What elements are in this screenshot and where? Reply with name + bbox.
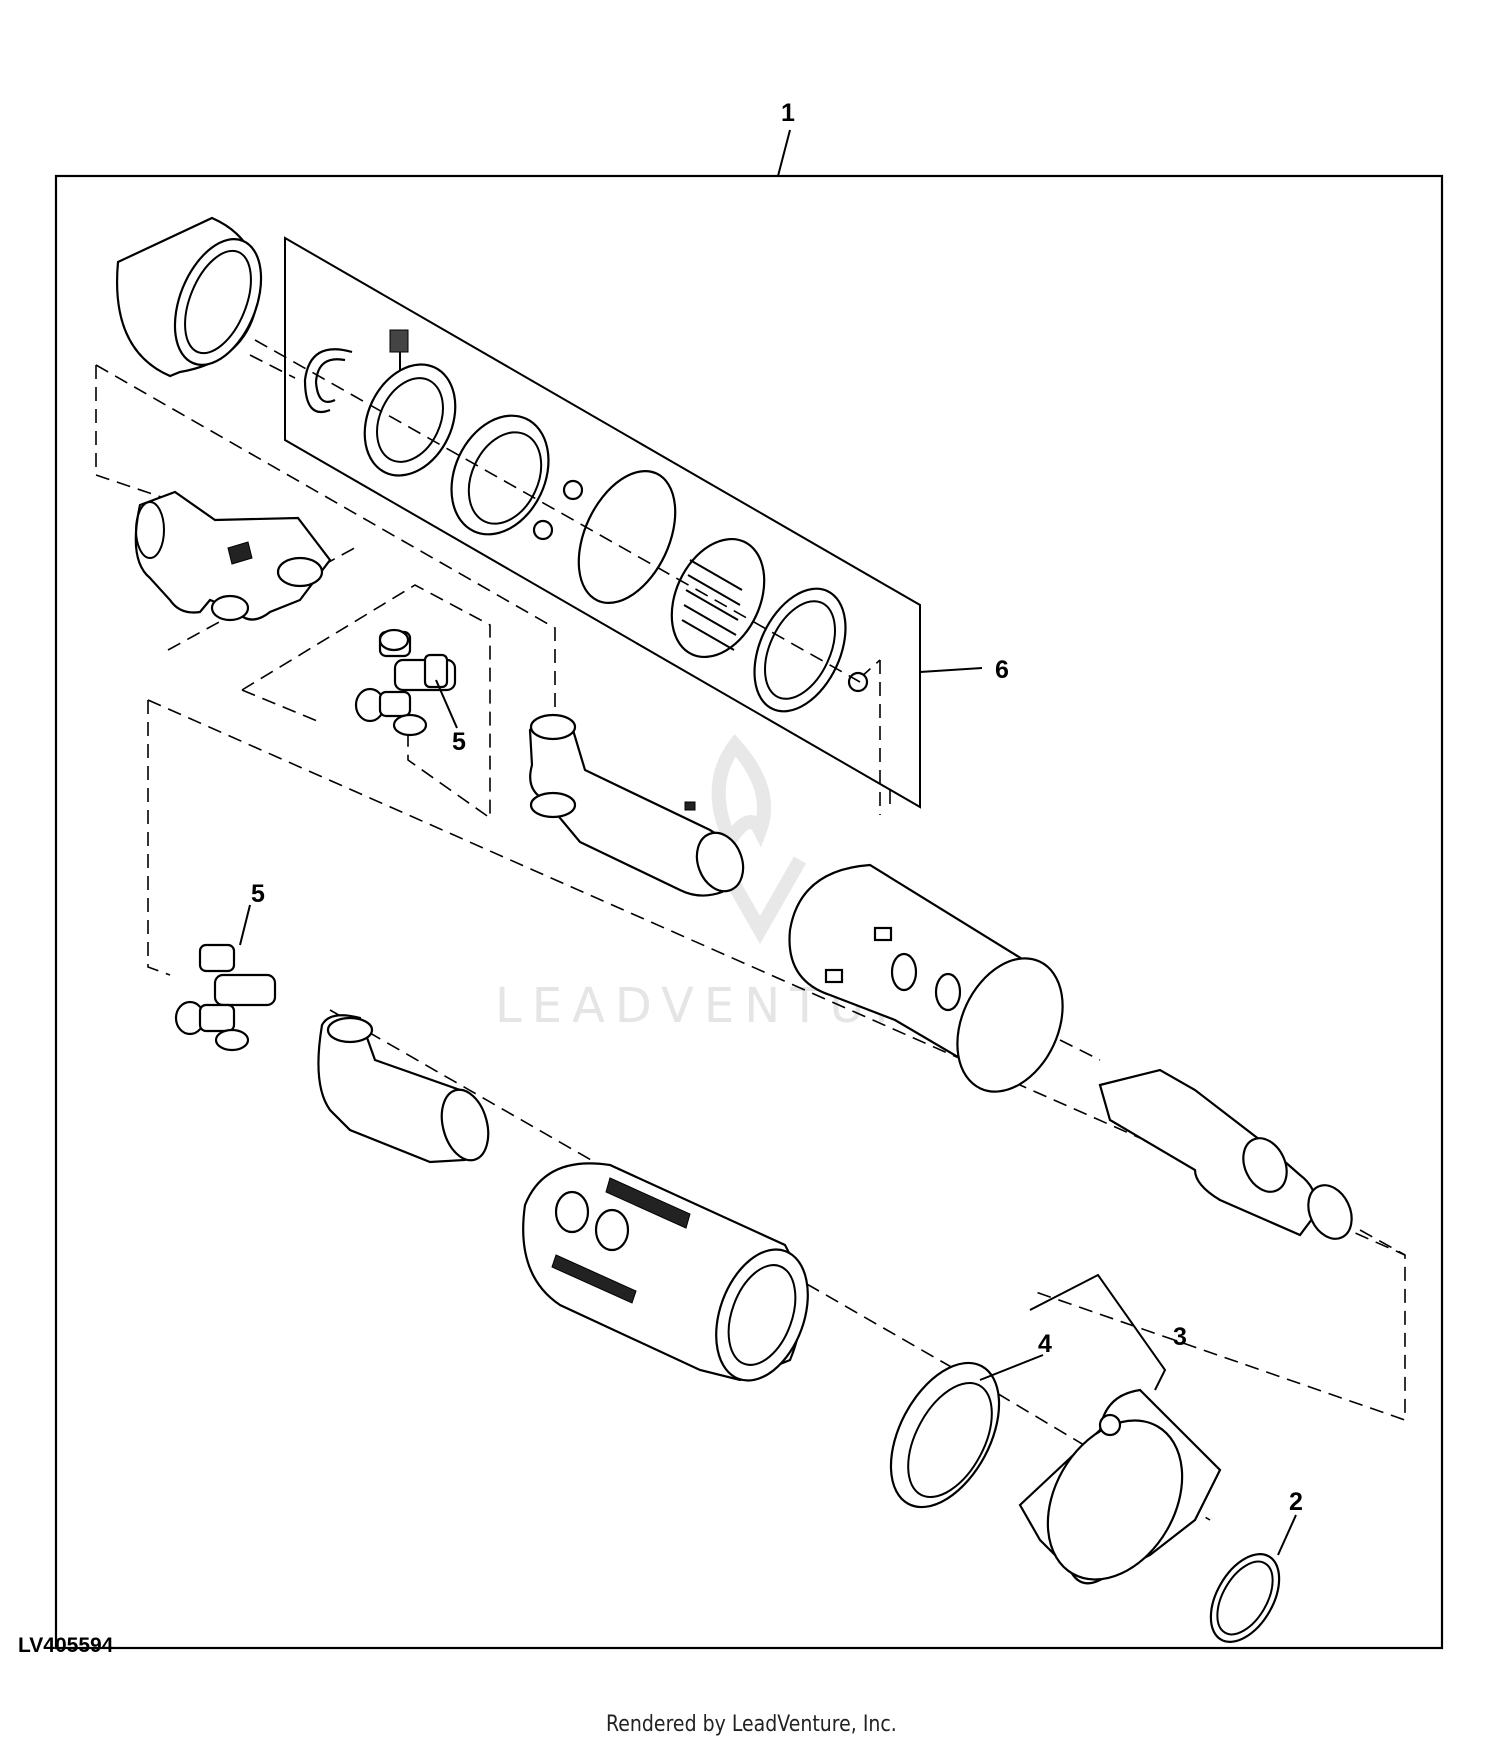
- snap-ring: [303, 348, 353, 413]
- callout-2[interactable]: 2: [1289, 1488, 1303, 1516]
- bearing-housing: [1018, 1388, 1222, 1585]
- upper-splined-yoke: [134, 490, 332, 622]
- outer-guard-cone: [788, 863, 1064, 1093]
- seal-ring: [889, 1361, 1001, 1509]
- callout-3[interactable]: 3: [1173, 1323, 1187, 1351]
- callout-6[interactable]: 6: [995, 656, 1009, 684]
- inner-tube-yoke: [528, 713, 745, 897]
- bearing-race: [450, 414, 550, 536]
- callout-1[interactable]: 1: [781, 99, 795, 127]
- reference-code: LV405594: [18, 1634, 114, 1657]
- ball-3: [847, 671, 869, 693]
- wire-ring: [577, 470, 677, 604]
- cross-bearing-upper: [354, 628, 458, 737]
- cross-bearing-lower: [174, 904, 277, 1052]
- ball-1: [562, 479, 584, 501]
- drive-shaft-yoke: [1098, 1068, 1353, 1240]
- assembly-border: [54, 174, 1444, 1650]
- callout-5-upper[interactable]: 5: [452, 728, 466, 756]
- ball-2: [532, 519, 554, 541]
- kit-box-6: [284, 236, 921, 809]
- retaining-ring: [1209, 1553, 1281, 1643]
- callout-5-lower[interactable]: 5: [251, 880, 265, 908]
- lower-yoke-tube: [317, 1014, 490, 1164]
- outer-tube-sleeve: [116, 216, 263, 378]
- footer-credit: Rendered by LeadVenture, Inc.: [605, 1712, 897, 1737]
- callout-4[interactable]: 4: [1038, 1330, 1052, 1358]
- locking-collar: [363, 363, 457, 477]
- thrust-washer: [753, 587, 847, 713]
- lower-guard-tube: [522, 1162, 809, 1382]
